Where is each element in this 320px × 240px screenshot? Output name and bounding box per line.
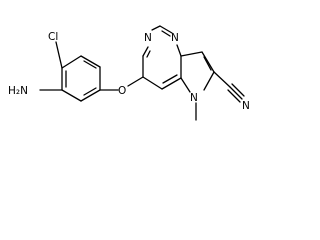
- nitrogen-label-top: N: [171, 32, 179, 44]
- double-bond-inner: [162, 74, 178, 84]
- bond: [142, 76, 163, 90]
- nitrogen-label-left: N: [144, 32, 152, 44]
- n-methyl-and-nitrile: [195, 71, 245, 121]
- double-bond-inner: [83, 60, 97, 69]
- bond: [61, 89, 82, 102]
- bond: [201, 51, 215, 73]
- bond: [142, 46, 149, 57]
- bond: [180, 77, 191, 93]
- pyrrole-nitrogen-label: N: [190, 92, 198, 104]
- pyrimidine-ring: [142, 25, 182, 90]
- atom-labels: H₂N Cl O N N N N: [8, 31, 250, 112]
- bond: [61, 55, 82, 69]
- substituent-bonds: [39, 41, 144, 91]
- nitrile-nitrogen-label: N: [242, 100, 250, 112]
- bond: [161, 77, 182, 90]
- nitrile-triple-bond: [229, 86, 243, 100]
- bond-from-ether-oxygen: [127, 76, 144, 87]
- double-bond-inner: [146, 50, 151, 58]
- amine-label: H₂N: [8, 85, 28, 97]
- double-bond-inner: [83, 87, 97, 96]
- double-bond-inner: [161, 30, 171, 37]
- nitrile-triple-bond: [227, 89, 241, 103]
- chlorine-label: Cl: [48, 31, 58, 43]
- double-bond-inner: [203, 56, 212, 71]
- bond: [203, 71, 215, 91]
- aniline-ring: [61, 55, 101, 102]
- bond: [180, 51, 203, 57]
- bond-to-chlorine: [55, 41, 63, 69]
- bond: [80, 89, 101, 102]
- bond: [176, 44, 182, 57]
- nitrile-triple-bond: [231, 83, 245, 97]
- bond: [80, 55, 101, 68]
- pyrrole-ring: [180, 51, 215, 93]
- chemical-structure-diagram: H₂N Cl O N N N N: [8, 25, 250, 121]
- oxygen-label: O: [118, 85, 126, 97]
- bond: [159, 25, 173, 34]
- bond-to-nitrile-carbon: [213, 71, 231, 88]
- bond: [151, 25, 161, 31]
